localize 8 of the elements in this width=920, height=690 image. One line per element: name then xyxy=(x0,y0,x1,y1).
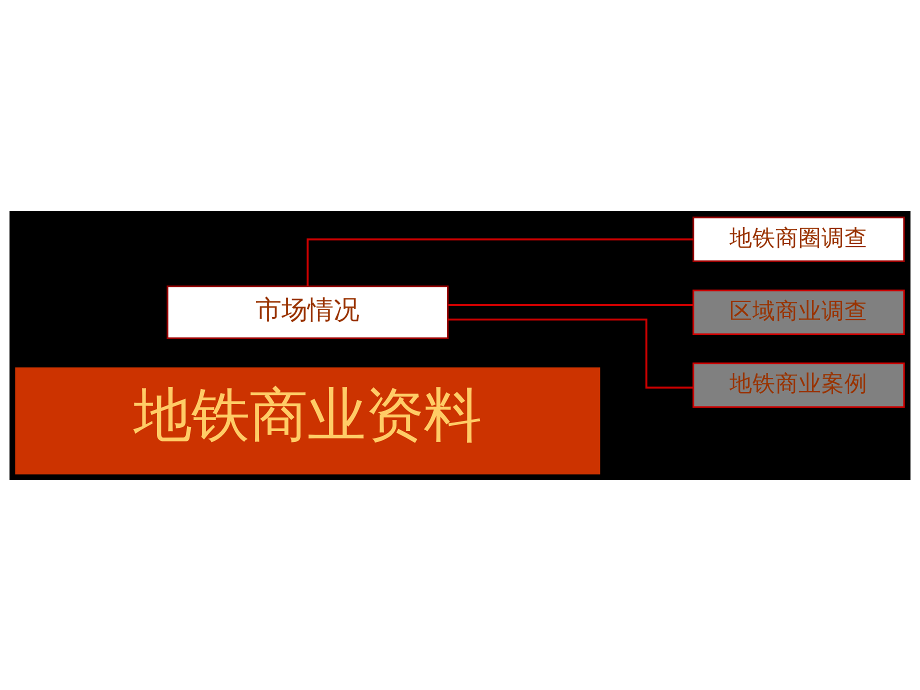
node-box: 地铁商业资料 xyxy=(15,366,600,474)
node-box: 地铁商业案例 xyxy=(692,362,905,408)
connector xyxy=(306,238,694,286)
node-box: 区域商业调查 xyxy=(692,289,905,334)
connector xyxy=(448,304,694,306)
node-box: 市场情况 xyxy=(166,285,449,339)
connector xyxy=(448,318,694,388)
node-box: 地铁商圈调查 xyxy=(692,216,905,262)
